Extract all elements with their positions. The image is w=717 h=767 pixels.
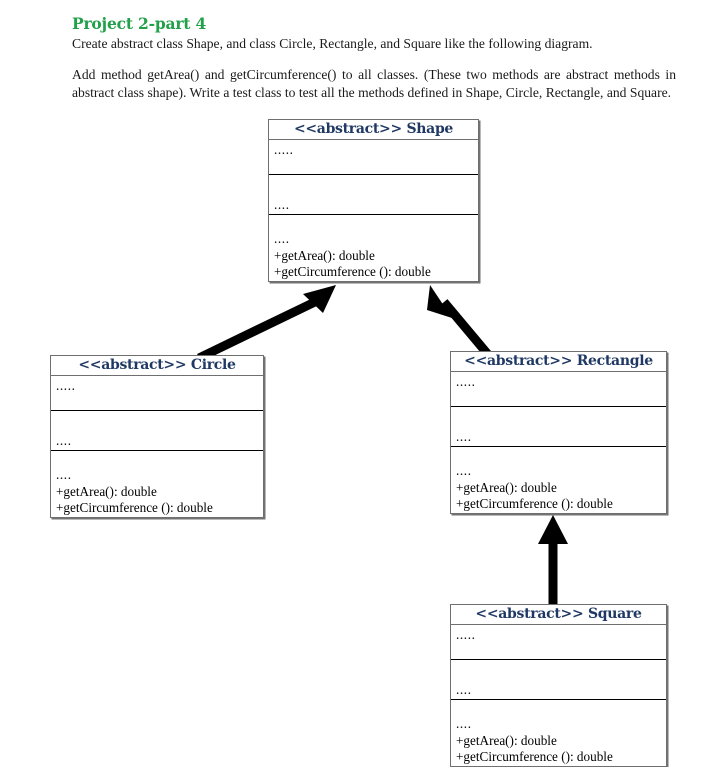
middle-placeholder: .... <box>456 428 472 444</box>
class-middle-compartment-circle: .... <box>51 411 263 451</box>
arrow-circle-to-shape <box>197 285 336 363</box>
class-attributes-square: ..... <box>451 625 666 660</box>
attributes-placeholder: ..... <box>456 374 476 389</box>
class-header-circle: <<abstract>> Circle <box>51 356 263 376</box>
uml-class-square[interactable]: <<abstract>> Square ..... .... .... +get… <box>450 604 667 767</box>
attributes-placeholder: ..... <box>56 378 76 393</box>
attributes-placeholder: ..... <box>456 627 476 642</box>
class-operations-rectangle: .... +getArea(): double +getCircumferenc… <box>451 447 666 513</box>
uml-class-shape[interactable]: <<abstract>> Shape ..... .... .... +getA… <box>268 119 479 282</box>
class-attributes-shape: ..... <box>269 140 478 175</box>
page-title: Project 2-part 4 <box>72 14 207 33</box>
class-attributes-rectangle: ..... <box>451 372 666 407</box>
operations-placeholder: .... <box>56 467 72 483</box>
class-operations-circle: .... +getArea(): double +getCircumferenc… <box>51 451 263 517</box>
detail-paragraph: Add method getArea() and getCircumferenc… <box>72 67 676 100</box>
uml-class-circle[interactable]: <<abstract>> Circle ..... .... .... +get… <box>50 355 264 518</box>
class-header-square: <<abstract>> Square <box>451 605 666 625</box>
class-middle-compartment-shape: .... <box>269 175 478 215</box>
operations-placeholder: .... <box>456 716 472 732</box>
class-middle-compartment-rectangle: .... <box>451 407 666 447</box>
arrow-square-to-rectangle <box>538 515 568 605</box>
operation-getcircumference: +getCircumference (): double <box>456 496 613 512</box>
middle-placeholder: .... <box>456 681 472 697</box>
operations-placeholder: .... <box>274 231 290 247</box>
operation-getarea: +getArea(): double <box>274 247 375 263</box>
class-operations-square: .... +getArea(): double +getCircumferenc… <box>451 700 666 766</box>
attributes-placeholder: ..... <box>274 142 294 157</box>
intro-paragraph: Create abstract class Shape, and class C… <box>72 36 593 52</box>
middle-placeholder: .... <box>274 196 290 212</box>
class-operations-shape: .... +getArea(): double +getCircumferenc… <box>269 215 478 281</box>
operation-getcircumference: +getCircumference (): double <box>456 749 613 765</box>
operation-getarea: +getArea(): double <box>456 479 557 495</box>
class-header-rectangle: <<abstract>> Rectangle <box>451 352 666 372</box>
operations-placeholder: .... <box>456 463 472 479</box>
assignment-text-block: Project 2-part 4 Create abstract class S… <box>72 14 678 101</box>
uml-class-rectangle[interactable]: <<abstract>> Rectangle ..... .... .... +… <box>450 351 667 514</box>
operation-getcircumference: +getCircumference (): double <box>274 264 431 280</box>
class-header-shape: <<abstract>> Shape <box>269 120 478 140</box>
middle-placeholder: .... <box>56 432 72 448</box>
operation-getarea: +getArea(): double <box>56 483 157 499</box>
class-middle-compartment-square: .... <box>451 660 666 700</box>
operation-getcircumference: +getCircumference (): double <box>56 500 213 516</box>
class-attributes-circle: ..... <box>51 376 263 411</box>
operation-getarea: +getArea(): double <box>456 732 557 748</box>
